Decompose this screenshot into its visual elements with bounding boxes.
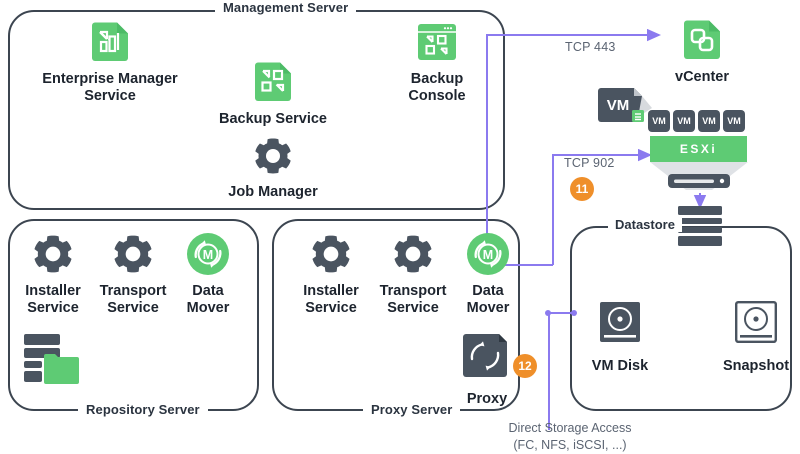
node-backup-service[interactable]: Backup Service xyxy=(213,60,333,128)
node-label: Enterprise Manager Service xyxy=(42,71,178,105)
node-repo-data-mover[interactable]: M Data Mover xyxy=(172,232,244,317)
proxy-server-label: Proxy Server xyxy=(363,402,461,417)
node-proxy[interactable]: Proxy xyxy=(459,333,515,408)
green-doc-backup-icon xyxy=(251,60,295,104)
node-repository-storage[interactable] xyxy=(20,332,82,391)
data-mover-icon: M xyxy=(186,232,230,276)
node-snapshot[interactable]: Snapshot xyxy=(719,300,793,375)
node-label: Job Manager xyxy=(228,184,318,200)
svg-text:M: M xyxy=(203,248,213,262)
gear-icon xyxy=(309,232,353,276)
node-label: Data Mover xyxy=(466,283,510,317)
node-proxy-data-mover[interactable]: M Data Mover xyxy=(452,232,524,317)
gear-icon xyxy=(391,232,435,276)
green-browser-backup-icon xyxy=(415,20,459,64)
esxi-block[interactable]: ESXi xyxy=(650,136,747,162)
gear-icon xyxy=(31,232,75,276)
svg-text:VM: VM xyxy=(607,97,630,114)
node-job-manager[interactable]: Job Manager xyxy=(213,135,333,201)
direct-storage-access-label: Direct Storage Access (FC, NFS, iSCSI, .… xyxy=(508,421,632,452)
node-proxy-installer-service[interactable]: Installer Service xyxy=(291,232,371,317)
disk-stack-icon xyxy=(678,206,722,246)
vm-chip: VM xyxy=(698,110,720,132)
node-repo-installer-service[interactable]: Installer Service xyxy=(13,232,93,317)
tcp443-label: TCP 443 xyxy=(565,40,616,54)
node-proxy-transport-service[interactable]: Transport Service xyxy=(371,232,455,317)
node-label: Transport Service xyxy=(99,283,167,317)
data-mover-icon: M xyxy=(466,232,510,276)
svg-text:M: M xyxy=(483,248,493,262)
node-label: Installer Service xyxy=(303,283,359,317)
node-label: Backup Service xyxy=(218,111,327,127)
node-label: VM Disk xyxy=(591,358,649,374)
vm-chip: VM xyxy=(723,110,745,132)
gear-icon xyxy=(252,135,294,177)
node-vm-disk[interactable]: VM Disk xyxy=(585,300,655,375)
management-server-label: Management Server xyxy=(215,0,357,15)
node-backup-console[interactable]: Backup Console xyxy=(382,20,492,105)
node-enterprise-manager-service[interactable]: Enterprise Manager Service xyxy=(20,20,200,105)
vm-chip: VM xyxy=(673,110,695,132)
node-label: vCenter xyxy=(675,69,729,85)
server-appliance-icon xyxy=(668,174,730,188)
datastore-label: Datastore xyxy=(608,217,682,232)
node-repo-transport-service[interactable]: Transport Service xyxy=(91,232,175,317)
node-vcenter[interactable]: vCenter xyxy=(657,18,747,86)
snapshot-icon xyxy=(733,300,779,351)
green-doc-chart-icon xyxy=(88,20,132,64)
gear-icon xyxy=(111,232,155,276)
vm-chip: VM xyxy=(648,110,670,132)
proxy-sync-icon xyxy=(461,333,513,384)
tcp902-label: TCP 902 xyxy=(564,156,615,170)
green-vcenter-icon xyxy=(680,18,724,62)
repository-server-label: Repository Server xyxy=(78,402,208,417)
storage-folder-icon xyxy=(20,332,82,391)
badge-12: 12 xyxy=(513,354,537,378)
node-label: Proxy xyxy=(466,391,508,407)
vm-disk-icon xyxy=(597,300,643,351)
node-label: Backup Console xyxy=(408,71,466,105)
node-label: Snapshot xyxy=(722,358,790,374)
vm-big-icon: VM xyxy=(598,88,652,137)
node-label: Installer Service xyxy=(25,283,81,317)
node-label: Data Mover xyxy=(186,283,230,317)
badge-11: 11 xyxy=(570,177,594,201)
node-label: Transport Service xyxy=(379,283,447,317)
